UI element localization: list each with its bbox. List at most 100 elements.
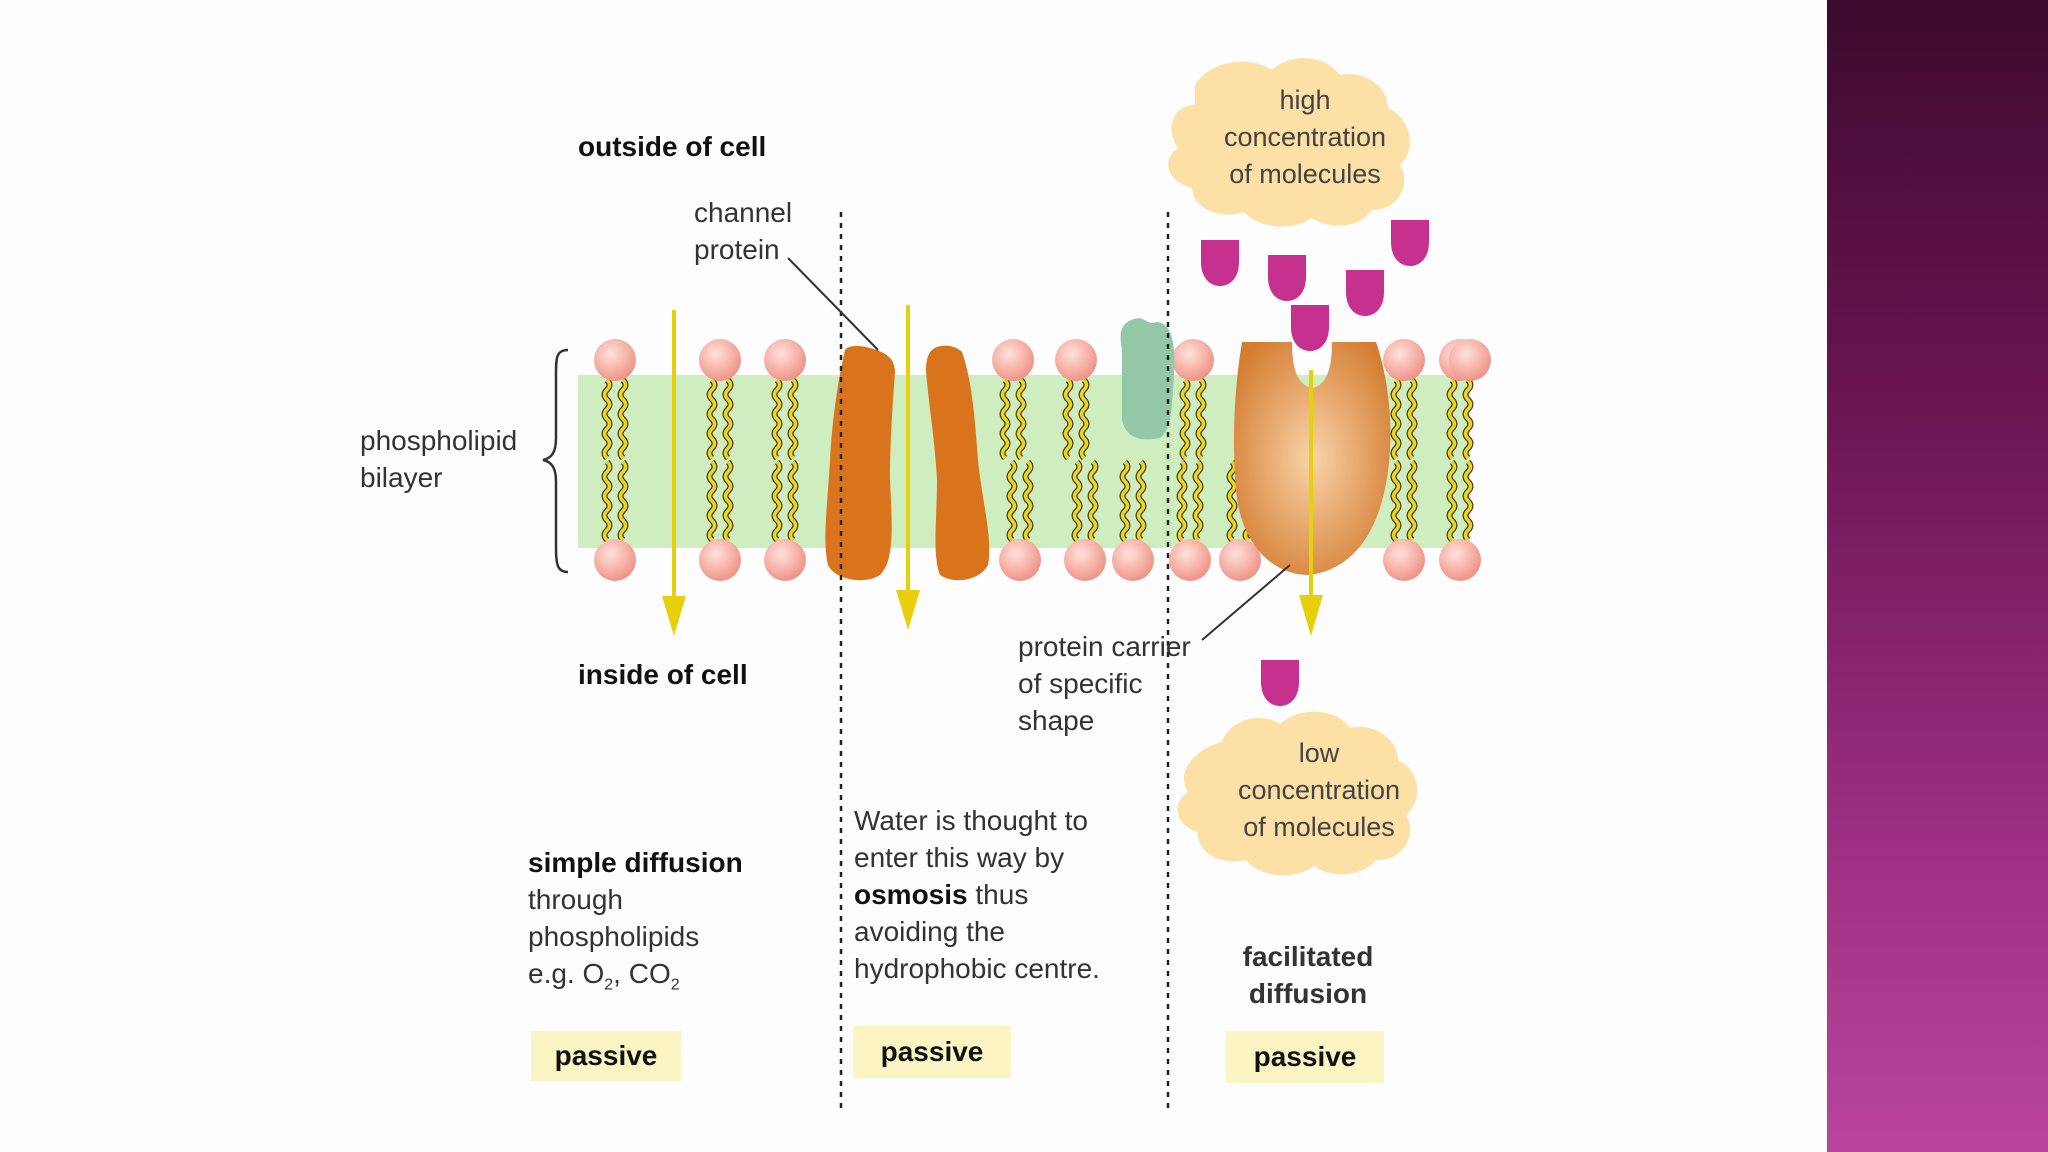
lipid-tail-bottom [1193, 460, 1203, 542]
lipid-head-bottom [1112, 539, 1154, 581]
low-concentration-cloud [1177, 711, 1418, 876]
simple-example: e.g. O2, CO2 [528, 955, 743, 1004]
lipid-head-bottom [1383, 539, 1425, 581]
simple-diffusion-caption: simple diffusion through phospholipids e… [528, 844, 743, 1004]
molecule [1346, 270, 1384, 316]
simple-passive-badge: passive [531, 1031, 681, 1081]
facilitated-diffusion-caption: facilitated diffusion [1208, 938, 1408, 1012]
lipid-head-top [1172, 339, 1214, 381]
example-sep: , CO [613, 958, 671, 989]
simple-line-2: phospholipids [528, 921, 700, 952]
lipid-tail-bottom [1088, 460, 1098, 542]
lipid-head-top [594, 339, 636, 381]
lipid-tail-bottom [618, 460, 628, 542]
bilayer-brace [542, 348, 569, 574]
lipid-head-bottom [764, 539, 806, 581]
simple-diffusion-title: simple diffusion [528, 847, 743, 878]
channel-protein-line-1: channel [694, 197, 793, 228]
subscript-1: 2 [604, 976, 614, 994]
lipid-head-bottom [1169, 539, 1211, 581]
lipid-tail-top [1016, 378, 1026, 460]
lipid-tail-bottom [1391, 460, 1401, 542]
lipid-head-bottom [699, 539, 741, 581]
outside-cell-label: outside of cell [578, 131, 767, 162]
high-conc-line-2: concentration [1223, 122, 1387, 152]
lipid-tail-bottom [602, 460, 612, 542]
low-conc-line-3: of molecules [1243, 812, 1395, 842]
lipid-tail-bottom [1463, 460, 1473, 542]
lipid-tail-bottom [1120, 460, 1130, 542]
low-conc-line-2: concentration [1237, 775, 1401, 805]
lipid-tail-top [723, 378, 733, 460]
osmosis-line-1: Water is thought to [854, 805, 1088, 836]
lipid-tail-top [1079, 378, 1089, 460]
channel-pointer-line [787, 257, 879, 351]
sidebar-decoration [1827, 0, 2048, 1152]
channel-protein-right [926, 345, 990, 581]
lipid-head-top [992, 339, 1034, 381]
low-conc-line-1: low [1298, 738, 1340, 768]
lipid-head-bottom [1439, 539, 1481, 581]
lipid-tail-top [788, 378, 798, 460]
example-prefix: e.g. O [528, 958, 605, 989]
lipid-tail-bottom [1136, 460, 1146, 542]
lipid-tail-bottom [1023, 460, 1033, 542]
lipid-tail-bottom [1072, 460, 1082, 542]
osmosis-rest: thus [967, 879, 1029, 910]
bilayer-line-1: phospholipid [360, 425, 518, 456]
osmosis-line-4: avoiding the [854, 916, 1006, 947]
lipid-tail-top [707, 378, 717, 460]
carrier-pointer-line [1201, 564, 1291, 641]
high-concentration-label: high concentration of molecules [1190, 82, 1420, 193]
lipid-tail-top [1180, 378, 1190, 460]
channel-protein-left [825, 345, 895, 581]
lipid-tail-top [772, 378, 782, 460]
lipid-tail-bottom [1227, 460, 1237, 542]
lipid-head-top [699, 339, 741, 381]
lipid-head-bottom [1064, 539, 1106, 581]
channel-protein-label: channel protein [694, 194, 792, 268]
arrowhead-simple [662, 596, 686, 636]
inside-cell-label: inside of cell [578, 659, 748, 690]
osmosis-caption: Water is thought to enter this way by os… [854, 802, 1100, 987]
lipid-tail-bottom [1177, 460, 1187, 542]
lipid-head-bottom [999, 539, 1041, 581]
low-concentration-label: low concentration of molecules [1204, 735, 1434, 846]
molecule [1261, 660, 1299, 706]
molecule [1291, 305, 1329, 351]
lipid-head-top [1383, 339, 1425, 381]
lipid-tail-top [1196, 378, 1206, 460]
lipid-tail-top [1463, 378, 1473, 460]
lipid-heads [594, 339, 1491, 581]
carrier-line-3: shape [1018, 705, 1095, 736]
osmosis-line-2: enter this way by [854, 842, 1065, 873]
facilitated-line-1: facilitated [1242, 941, 1374, 972]
molecule [1391, 220, 1429, 266]
facilitated-line-2: diffusion [1248, 978, 1368, 1009]
carrier-label: protein carrier of specific shape [1018, 628, 1191, 739]
lipid-head-top [1449, 339, 1491, 381]
subscript-2: 2 [670, 976, 680, 994]
high-concentration-cloud [1168, 58, 1410, 227]
lipid-tail-top [602, 378, 612, 460]
lipid-tail-top [618, 378, 628, 460]
osmosis-keyword: osmosis [854, 879, 968, 910]
facilitated-passive-badge: passive [1226, 1031, 1384, 1083]
lipid-tail-bottom [788, 460, 798, 542]
arrowhead-facilitated [1299, 595, 1323, 636]
lipid-head-top [764, 339, 806, 381]
osmosis-line-3: osmosis thus [854, 876, 1100, 913]
bilayer-line-2: bilayer [360, 462, 443, 493]
osmosis-passive-badge: passive [853, 1026, 1011, 1078]
high-conc-line-1: high [1279, 85, 1331, 115]
carrier-line-2: of specific [1018, 668, 1143, 699]
carrier-line-1: protein carrier [1018, 631, 1191, 662]
arrowhead-osmosis [896, 590, 920, 630]
channel-protein-line-2: protein [694, 234, 780, 265]
osmosis-line-5: hydrophobic centre. [854, 953, 1100, 984]
slide [0, 0, 1827, 1152]
peripheral-protein [1120, 318, 1175, 440]
lipid-tail-bottom [707, 460, 717, 542]
lipid-tail-bottom [1407, 460, 1417, 542]
